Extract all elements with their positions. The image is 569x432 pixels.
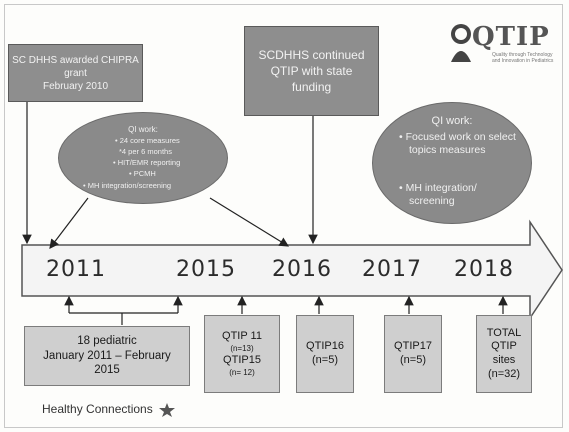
qi-work-ellipse-left: QI work: • 24 core measures *4 per 6 mon…: [58, 112, 228, 204]
pediatric-box: 18 pediatric January 2011 – February 201…: [24, 326, 190, 386]
year-2015: 2015: [176, 257, 236, 282]
qtip17-label: QTIP17: [394, 340, 432, 353]
ellipse-left-item-1: • 24 core measures: [115, 136, 180, 145]
ellipse-left-title: QI work:: [128, 125, 158, 134]
qtip16-box: QTIP16 (n=5): [296, 315, 354, 393]
ellipse-left-item-5-text: MH integration/screening: [87, 181, 172, 190]
chipra-line1: SC DHHS awarded CHIPRA: [12, 54, 139, 66]
total-sites-box: TOTAL QTIP sites (n=32): [476, 315, 532, 393]
qtip11-label: QTIP 11: [222, 330, 262, 343]
chipra-line2: grant: [64, 67, 87, 79]
ellipse-left-item-4: • PCMH: [129, 169, 156, 178]
logo-tagline: Quality through Technology and Innovatio…: [492, 52, 554, 64]
healthy-connections-logo: Healthy Connections: [42, 402, 176, 418]
ellipse-right-item-1-text: Focused work on select topics measures: [405, 131, 516, 157]
timeline-arrow: [21, 219, 563, 321]
child-silhouette-icon: [451, 24, 471, 62]
qtip17-count: (n=5): [400, 354, 426, 366]
pediatric-line2: January 2011 – February: [43, 349, 171, 362]
qtip11-count: (n=13): [230, 344, 254, 353]
ellipse-left-item-3-text: HIT/EMR reporting: [117, 158, 181, 167]
qtip16-label: QTIP16: [306, 340, 344, 353]
ellipse-left-item-2: *4 per 6 months: [119, 147, 172, 156]
ellipse-right-item-2-text: MH integration/ screening: [405, 182, 477, 208]
ellipse-right-item-2: • MH integration/ screening: [399, 182, 477, 208]
ellipse-left-item-2-text: *4 per 6 months: [119, 147, 172, 156]
qtip-logo: QTIP Quality through Technology and Inno…: [446, 20, 556, 70]
total-line3: sites: [492, 354, 516, 366]
chipra-line3: February 2010: [42, 80, 109, 92]
state-funding-box: SCDHHS continued QTIP with state funding: [244, 26, 379, 116]
logo-tagline-line2: and Innovation in Pediatrics: [492, 57, 554, 64]
slide-frame: [4, 4, 563, 428]
funding-line2: QTIP with state: [270, 63, 353, 78]
pediatric-line1: 18 pediatric: [77, 335, 137, 348]
ellipse-left-item-4-text: PCMH: [133, 169, 156, 178]
year-2017: 2017: [362, 257, 422, 282]
funding-line3: funding: [291, 80, 332, 95]
year-2011: 2011: [46, 257, 106, 282]
qtip15-count: (n= 12): [229, 367, 255, 377]
ellipse-right-item-1: • Focused work on select topics measures: [399, 131, 516, 157]
ellipse-to-2016-arrow: [209, 197, 290, 247]
year-2018: 2018: [454, 257, 514, 282]
qtip15-label: QTIP15: [223, 354, 261, 366]
total-line1: TOTAL: [486, 326, 522, 339]
logo-tagline-line1: Quality through Technology: [492, 52, 553, 58]
total-line4: (n=32): [487, 367, 521, 380]
qi-work-ellipse-right: QI work: • Focused work on select topics…: [372, 102, 532, 224]
ellipse-left-item-1-text: 24 core measures: [119, 136, 180, 145]
healthy-connections-text: Healthy Connections: [42, 402, 153, 417]
funding-line1: SCDHHS continued: [258, 47, 365, 62]
connections-star-icon: [159, 403, 176, 417]
chipra-grant-box: SC DHHS awarded CHIPRA grant February 20…: [8, 44, 143, 102]
qtip17-box: QTIP17 (n=5): [384, 315, 442, 393]
total-line2: QTIP: [491, 340, 517, 353]
qtip16-count: (n=5): [312, 354, 338, 366]
ellipse-left-item-5: • MH integration/screening: [83, 181, 172, 190]
ellipse-left-item-3: • HIT/EMR reporting: [113, 158, 181, 167]
year-2016: 2016: [272, 257, 332, 282]
qtip-11-15-box: QTIP 11 (n=13) QTIP15 (n= 12): [204, 315, 280, 393]
logo-title: QTIP: [472, 22, 550, 52]
ellipse-to-2011-arrow: [49, 197, 89, 249]
ellipse-right-title: QI work:: [431, 115, 473, 127]
pediatric-line3: 2015: [94, 364, 120, 377]
